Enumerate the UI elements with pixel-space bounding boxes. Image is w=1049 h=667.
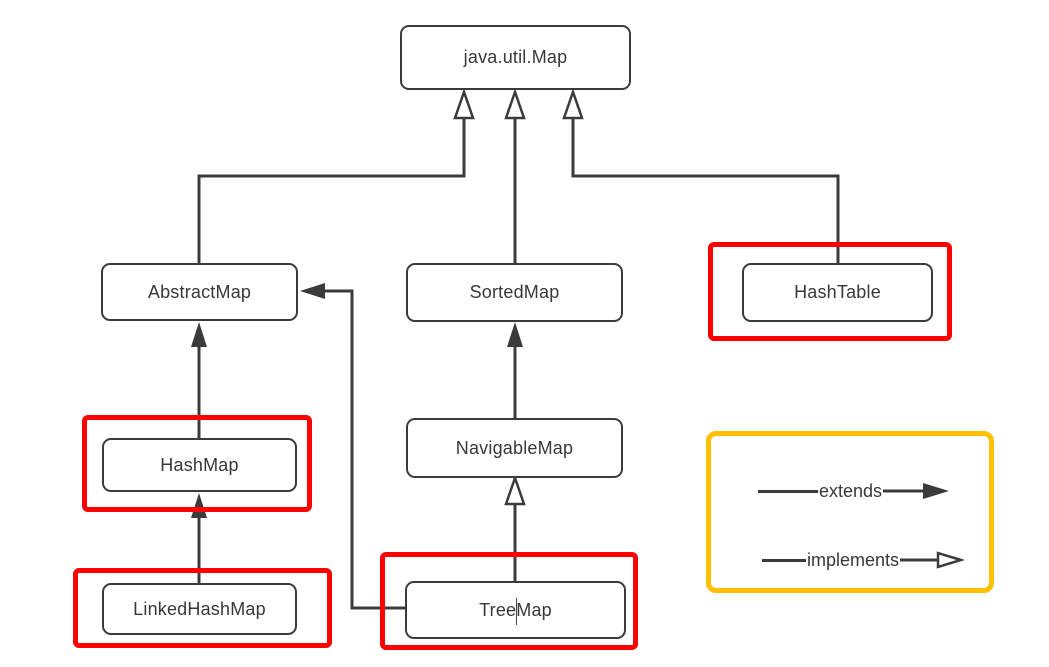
edge-abstractmap-implements-map: [197, 88, 475, 263]
edge-hashmap-extends-abstractmap: [191, 322, 207, 438]
node-label: HashTable: [794, 282, 881, 302]
legend-item-implements: implements: [762, 548, 965, 572]
legend-label-extends: extends: [819, 480, 883, 501]
node-hash-table[interactable]: HashTable: [742, 263, 933, 322]
legend-label-implements: implements: [807, 549, 900, 570]
node-abstract-map[interactable]: AbstractMap: [101, 263, 298, 321]
hollow-arrowhead-icon: [453, 88, 475, 120]
solid-arrowhead-icon: [300, 283, 325, 299]
line-segment: [762, 558, 806, 562]
node-label: NavigableMap: [455, 437, 574, 458]
solid-arrowhead-icon: [191, 322, 207, 347]
hollow-arrowhead-icon: [504, 474, 526, 506]
node-hash-map[interactable]: HashMap: [102, 438, 297, 492]
node-sorted-map[interactable]: SortedMap: [406, 263, 623, 322]
implements-hollow-arrow-icon: [900, 551, 965, 569]
edge-treemap-extends-abstractmap: [300, 283, 405, 610]
node-linked-hash-map[interactable]: LinkedHashMap: [102, 583, 297, 635]
edge-treemap-implements-navigablemap: [504, 474, 526, 581]
node-label: TreeMap: [479, 600, 552, 621]
node-label: java.util.Map: [463, 47, 568, 67]
solid-arrowhead-icon: [507, 322, 523, 347]
edge-navigablemap-extends-sortedmap: [507, 322, 523, 418]
node-tree-map[interactable]: TreeMap: [405, 581, 626, 639]
node-navigable-map[interactable]: NavigableMap: [406, 418, 623, 478]
hollow-arrowhead-icon: [504, 88, 526, 120]
node-label: HashMap: [160, 454, 239, 475]
legend-item-extends: extends: [758, 479, 951, 503]
highlight-box-linkedhashmap: [73, 568, 332, 648]
line-segment: [758, 489, 818, 493]
node-java-util-map[interactable]: java.util.Map: [400, 25, 631, 90]
node-label: LinkedHashMap: [133, 598, 266, 619]
legend-box: extends implements: [706, 431, 994, 593]
node-label: SortedMap: [469, 282, 560, 302]
text-cursor: [515, 598, 517, 625]
extends-solid-arrow-icon: [883, 483, 950, 499]
highlight-box-treemap: [380, 552, 638, 650]
edge-sortedmap-implements-map: [504, 88, 526, 263]
highlight-box-hashtable: [708, 242, 952, 341]
edge-hashtable-implements-map: [562, 88, 840, 263]
highlight-box-hashmap: [82, 415, 312, 512]
hollow-arrowhead-icon: [562, 88, 584, 120]
node-label: AbstractMap: [147, 281, 252, 302]
